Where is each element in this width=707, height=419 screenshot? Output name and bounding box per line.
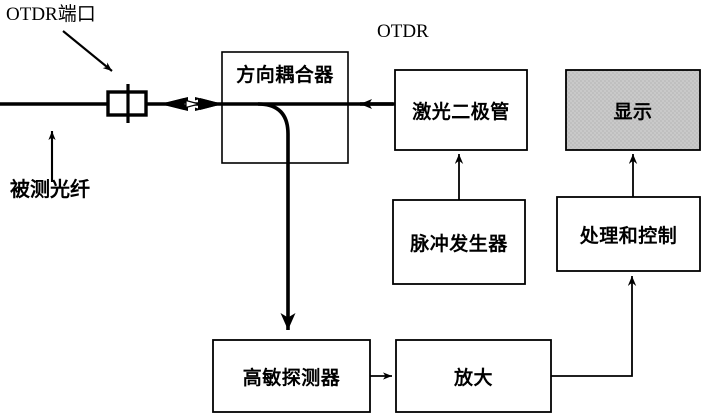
block-detector — [212, 339, 371, 413]
otdr-port-label: OTDR端口 — [6, 4, 96, 25]
bidirectional-arrow-icon — [160, 97, 224, 111]
block-pulse-generator — [392, 199, 526, 285]
otdr-title-label: OTDR — [377, 21, 429, 42]
block-label-pulse-generator: 脉冲发生器 — [410, 232, 508, 255]
block-display — [565, 69, 701, 151]
block-processing-control — [556, 196, 701, 272]
otdr-port-callout-arrow — [62, 30, 113, 72]
block-label-display: 显示 — [613, 100, 653, 123]
otdr-port-connector-icon — [106, 84, 168, 123]
block-label-processing-control: 处理和控制 — [579, 224, 678, 247]
fiber-under-test-label: 被测光纤 — [10, 177, 90, 201]
block-label-coupler: 方向耦合器 — [236, 63, 334, 86]
amplifier-to-processing-arrow — [551, 276, 637, 377]
block-label-laser-diode: 激光二极管 — [412, 100, 510, 123]
block-coupler — [221, 51, 349, 164]
block-laser-diode — [394, 69, 528, 151]
block-label-amplifier: 放大 — [453, 366, 493, 389]
coupler-to-detector-path — [257, 102, 296, 330]
block-label-detector: 高敏探测器 — [242, 366, 341, 389]
block-amplifier — [395, 339, 552, 413]
